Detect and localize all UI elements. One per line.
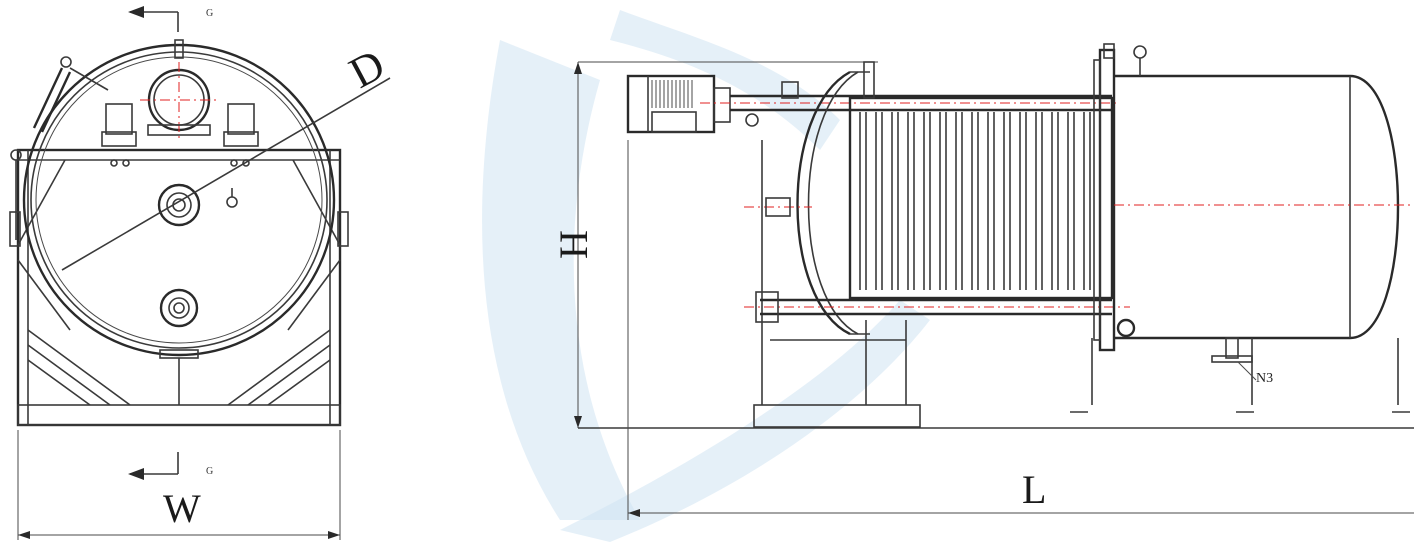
nozzle-label: N3 — [1256, 371, 1273, 386]
motor-fins — [651, 80, 693, 108]
end-view: D G G W — [9, 6, 392, 540]
filter-elements — [859, 112, 1091, 290]
side-view: H — [551, 43, 1414, 520]
diameter-label: D — [341, 40, 392, 98]
width-label: W — [163, 486, 201, 531]
watermark-logo — [482, 10, 930, 542]
section-label-bottom: G — [206, 466, 213, 477]
height-label: H — [551, 230, 596, 259]
section-label-top: G — [206, 8, 213, 19]
length-label: L — [1022, 467, 1046, 512]
